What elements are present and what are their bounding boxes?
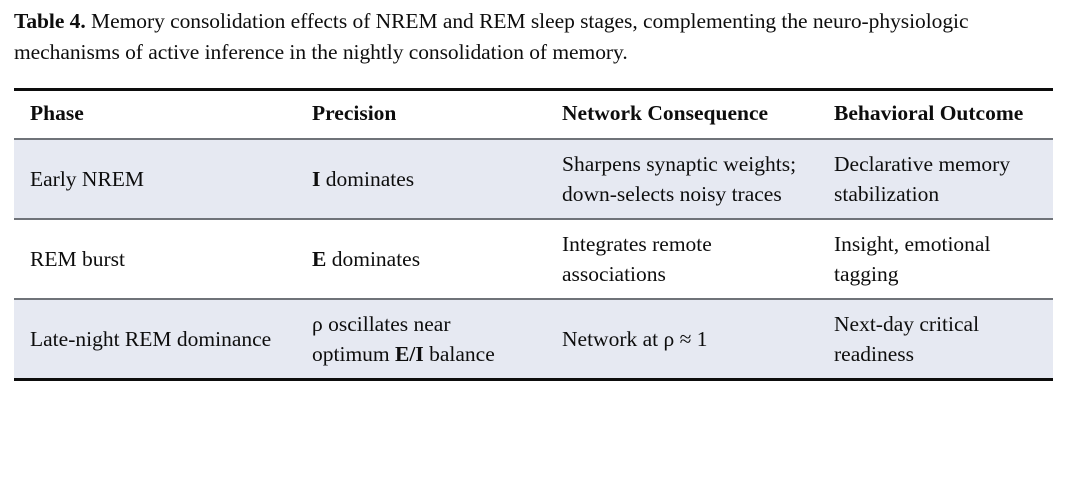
column-header-phase: Phase [14, 91, 296, 140]
data-table: Phase Precision Network Consequence Beha… [14, 91, 1053, 378]
cell-phase: Late-night REM dominance [14, 299, 296, 378]
cell-precision-symbol: I [312, 167, 321, 191]
table-caption-label: Table 4. [14, 9, 86, 33]
table-row: Early NREM I dominates Sharpens synaptic… [14, 139, 1053, 220]
cell-precision: I dominates [296, 139, 546, 220]
cell-behavioral-outcome: Declarative memory stabilization [818, 139, 1053, 220]
table-row: Late-night REM dominance ρ oscillates ne… [14, 299, 1053, 378]
cell-behavioral-outcome: Next-day critical readiness [818, 299, 1053, 378]
column-header-network-consequence: Network Consequence [546, 91, 818, 140]
cell-behavioral-outcome: Insight, emotional tagging [818, 219, 1053, 300]
cell-precision-prefix: ρ oscillates near optimum [312, 312, 451, 366]
cell-network-consequence: Integrates remote associations [546, 219, 818, 300]
table-top-rule [14, 88, 1053, 91]
cell-phase: Early NREM [14, 139, 296, 220]
table-caption: Table 4. Memory consolidation effects of… [14, 6, 1072, 68]
table-body: Early NREM I dominates Sharpens synaptic… [14, 139, 1053, 378]
cell-network-consequence: Network at ρ ≈ 1 [546, 299, 818, 378]
cell-precision-text: dominates [326, 247, 421, 271]
table-bottom-rule [14, 378, 1053, 381]
cell-precision: E dominates [296, 219, 546, 300]
table-header-row: Phase Precision Network Consequence Beha… [14, 91, 1053, 140]
table-caption-text: Memory consolidation effects of NREM and… [14, 9, 969, 64]
cell-precision-text: dominates [320, 167, 415, 191]
table-row: REM burst E dominates Integrates remote … [14, 219, 1053, 300]
column-header-behavioral-outcome: Behavioral Outcome [818, 91, 1053, 140]
cell-phase: REM burst [14, 219, 296, 300]
cell-precision-text: balance [423, 342, 495, 366]
column-header-precision: Precision [296, 91, 546, 140]
table-container: Phase Precision Network Consequence Beha… [14, 88, 1053, 381]
table-header: Phase Precision Network Consequence Beha… [14, 91, 1053, 140]
cell-network-consequence: Sharpens synaptic weights; down-selects … [546, 139, 818, 220]
cell-precision: ρ oscillates near optimum E/I balance [296, 299, 546, 378]
cell-precision-symbol: E/I [395, 342, 424, 366]
cell-precision-symbol: E [312, 247, 327, 271]
